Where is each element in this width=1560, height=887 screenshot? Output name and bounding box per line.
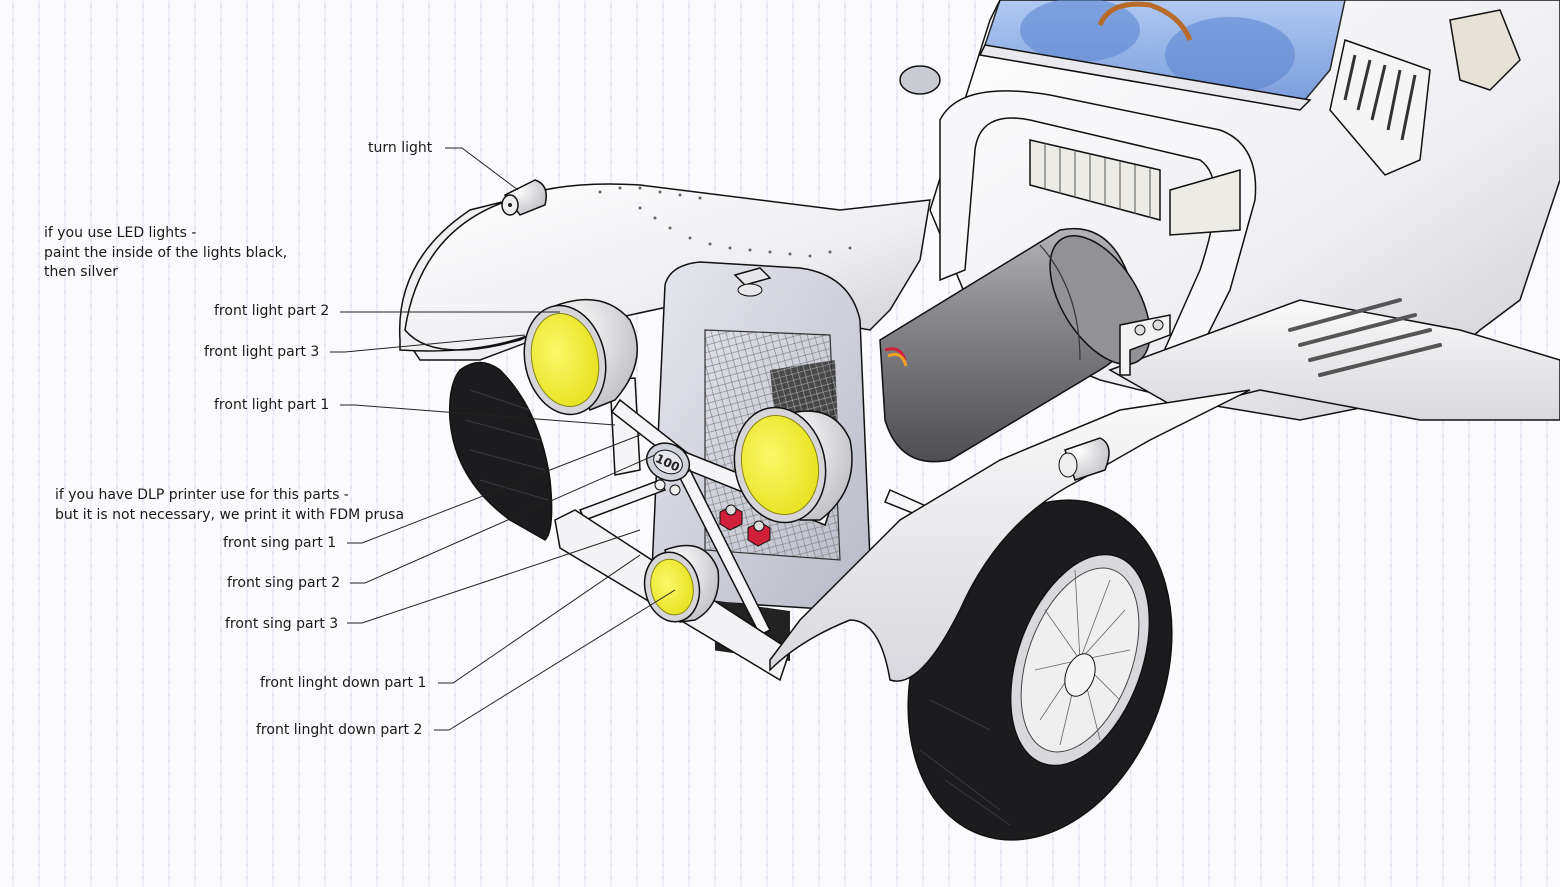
leader-front-linght-down-part-1 xyxy=(438,554,641,684)
note-dlp-line-1: if you have DLP printer use for this par… xyxy=(55,487,349,503)
steering-wheel xyxy=(1097,1,1193,42)
leader-front-sing-part-3 xyxy=(347,529,641,624)
wire-spokes xyxy=(1034,569,1131,746)
electric-motor xyxy=(879,227,1171,463)
battery-block xyxy=(1029,139,1241,236)
front-badge: 100 xyxy=(645,442,691,496)
left-fender xyxy=(398,199,531,352)
label-front-light-part-2: front light part 2 xyxy=(214,303,330,319)
note-dlp-printer: if you have DLP printer use for this par… xyxy=(55,486,404,525)
label-front-light-part-3: front light part 3 xyxy=(204,344,320,360)
right-headlamp xyxy=(733,406,853,524)
label-front-linght-down-part-2: front linght down part 2 xyxy=(256,722,423,738)
note-led-lights: if you use LED lights - paint the inside… xyxy=(44,224,287,283)
lower-lamp xyxy=(643,544,720,623)
label-front-sing-part-3: front sing part 3 xyxy=(225,616,339,632)
note-led-line-3: then silver xyxy=(44,264,119,280)
label-front-sing-part-1: front sing part 1 xyxy=(223,535,337,551)
side-mirror xyxy=(899,65,941,95)
hood-rivets xyxy=(598,186,852,258)
label-turn-light: turn light xyxy=(368,140,433,156)
label-front-sing-part-2: front sing part 2 xyxy=(227,575,341,591)
leader-front-light-part-1 xyxy=(340,404,616,426)
label-front-linght-down-part-1: front linght down part 1 xyxy=(260,675,427,691)
side-vents xyxy=(1329,39,1431,176)
label-front-light-part-1: front light part 1 xyxy=(214,397,330,413)
leader-front-light-part-3 xyxy=(330,334,526,353)
note-led-line-2: paint the inside of the lights black, xyxy=(44,244,288,261)
note-led-line-1: if you use LED lights - xyxy=(44,225,197,241)
leader-front-sing-part-2 xyxy=(350,454,656,584)
left-headlamp xyxy=(523,298,638,416)
left-front-tire xyxy=(448,361,553,541)
leader-front-sing-part-1 xyxy=(347,434,641,544)
leader-turn-light xyxy=(445,147,519,191)
right-fender xyxy=(769,389,1251,682)
leader-lines xyxy=(330,147,676,731)
turn-light xyxy=(501,179,547,216)
right-front-tire xyxy=(907,499,1173,841)
note-dlp-line-2: but it is not necessary, we print it wit… xyxy=(55,506,405,523)
leader-front-linght-down-part-2 xyxy=(434,589,676,731)
